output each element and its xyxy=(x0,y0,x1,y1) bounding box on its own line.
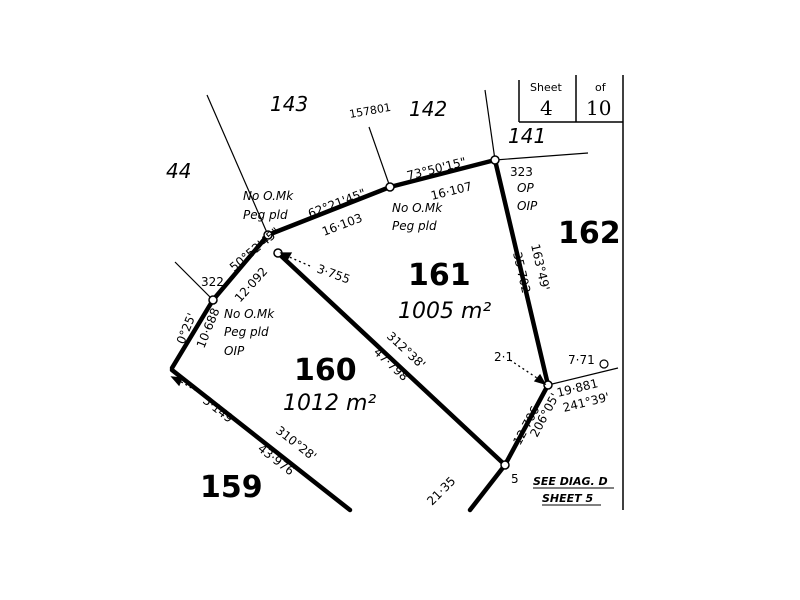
see-diagram-note: SEE DIAG. D SHEET 5 xyxy=(533,475,614,506)
lot-161-area: 1005 m² xyxy=(398,299,491,324)
bearing-b3: 50°52'45" xyxy=(227,225,282,275)
mark-note-3-line2: Peg pld xyxy=(224,325,269,339)
mark-note-3-line1: No O.Mk xyxy=(224,307,275,321)
distance-d2: 16·103 xyxy=(320,211,364,239)
mark-notes: No O.Mk Peg pld No O.Mk Peg pld No O.Mk … xyxy=(224,181,538,358)
offset-o4: 7·71 xyxy=(568,353,595,367)
mark-note-2-line2: Peg pld xyxy=(392,219,437,233)
of-label: of xyxy=(595,81,607,94)
station-5: 5 xyxy=(511,472,519,486)
distance-d4: 35·702 xyxy=(510,251,533,295)
mark-note-4-line1: OP xyxy=(517,181,534,195)
lot-142: 142 xyxy=(409,97,447,121)
sheet-box: Sheet 4 of 10 xyxy=(518,75,623,123)
survey-stations xyxy=(208,155,553,470)
sheet-total: 10 xyxy=(586,96,611,120)
plan-reference: 157801 xyxy=(348,101,392,121)
station-323: 323 xyxy=(510,165,533,179)
distance-d9: 21·35 xyxy=(424,474,458,508)
see-diag-line2: SHEET 5 xyxy=(542,492,593,505)
mark-note-1-line2: Peg pld xyxy=(243,208,288,222)
lot-160: 160 xyxy=(294,353,357,388)
lot-162: 162 xyxy=(558,216,621,251)
lot-143: 143 xyxy=(270,92,308,116)
sheet-number: 4 xyxy=(540,96,553,120)
boundary-thick-lines xyxy=(169,157,551,513)
distance-d1: 16·107 xyxy=(429,179,473,203)
mark-note-1-line1: No O.Mk xyxy=(243,189,294,203)
offset-o1: 3·755 xyxy=(315,262,352,287)
station-labels: 322 323 5 xyxy=(201,165,533,486)
mark-note-3-line3: OIP xyxy=(224,344,245,358)
mark-note-2-line1: No O.Mk xyxy=(392,201,443,215)
lot-labels: 143 142 141 44 162 161 160 159 1005 m² 1… xyxy=(166,92,621,505)
offset-o3: 5·149 xyxy=(200,393,236,425)
lot-144: 44 xyxy=(166,159,191,183)
lot-160-area: 1012 m² xyxy=(283,391,376,416)
station-322: 322 xyxy=(201,275,224,289)
lot-141: 141 xyxy=(508,124,546,148)
lot-161: 161 xyxy=(408,258,471,293)
mark-note-4-line2: OIP xyxy=(517,199,538,213)
bearing-b1: 73°50'15" xyxy=(405,155,467,183)
sheet-label: Sheet xyxy=(530,81,562,94)
offset-o2: 2·1 xyxy=(494,350,513,364)
boundary-thin-lines xyxy=(174,89,619,386)
lot-159: 159 xyxy=(200,470,263,505)
offset-arrows xyxy=(170,252,547,394)
see-diag-line1: SEE DIAG. D xyxy=(533,475,608,488)
